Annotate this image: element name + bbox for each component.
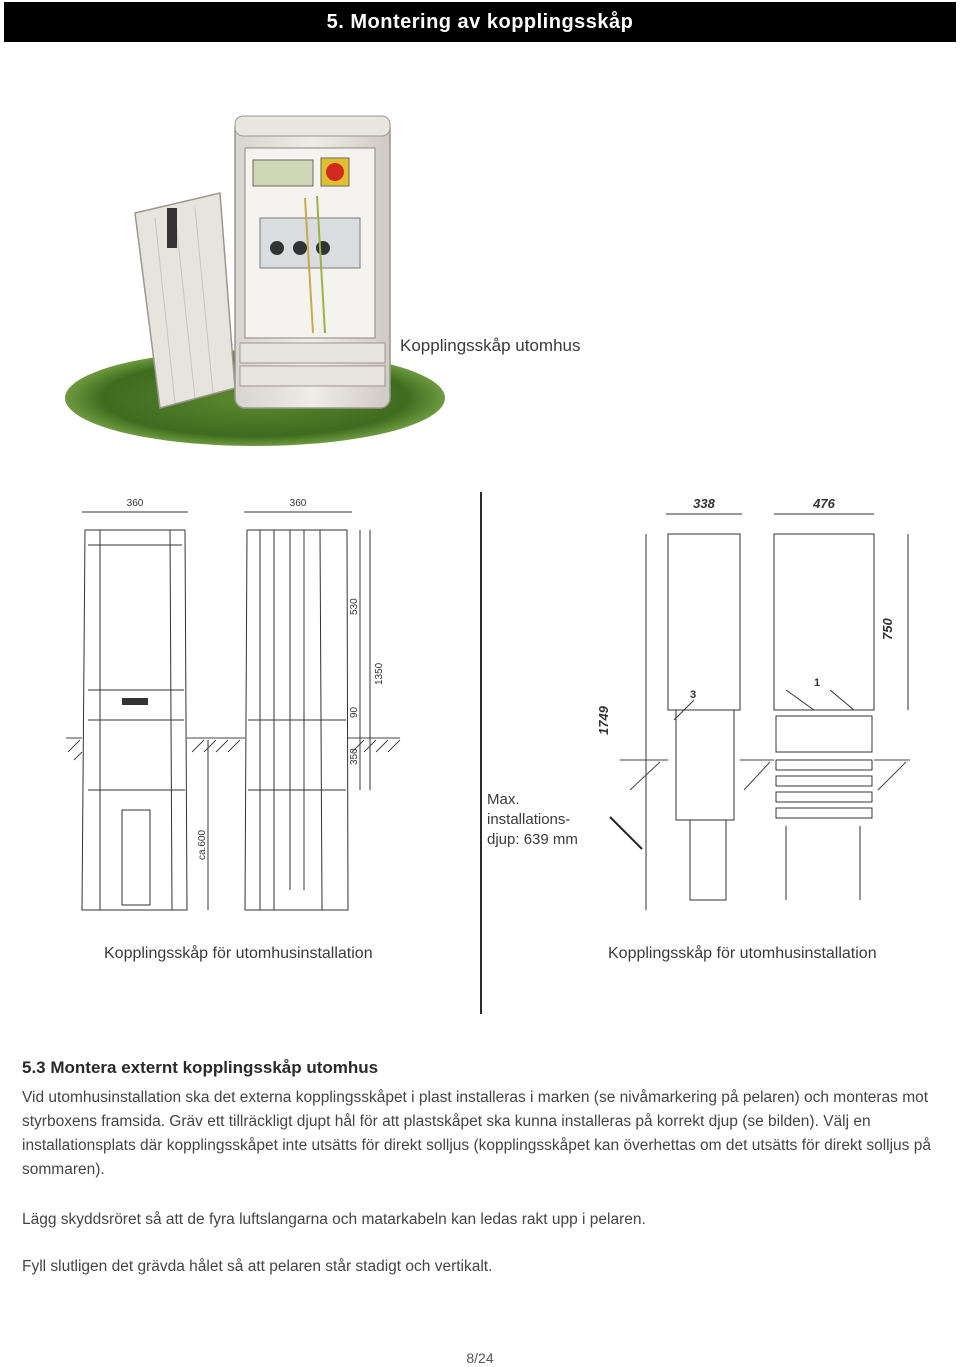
section-heading: 5.3 Montera externt kopplingsskåp utomhu…: [22, 1058, 379, 1077]
header-bar: 5. Montering av kopplingsskåp: [4, 2, 956, 42]
caption-right: Kopplingsskåp för utomhusinstallation: [608, 945, 877, 962]
divider: [480, 492, 482, 1014]
dim-width-side: 360: [290, 498, 307, 509]
dim-338: 338: [693, 496, 715, 511]
drawing-right: 338 476 750 1749 3 1: [596, 496, 910, 910]
paragraph-1: Vid utomhusinstallation ska det externa …: [22, 1089, 931, 1178]
photo-caption: Kopplingsskåp utomhus: [400, 336, 581, 355]
dim-1749: 1749: [596, 705, 611, 735]
dim-total: 1350: [374, 662, 385, 685]
dim-depth: ca.600: [197, 830, 208, 860]
dim-band: 90: [349, 706, 360, 718]
label-1: 1: [814, 677, 820, 689]
depth-arrow-icon: [609, 816, 643, 850]
label-3: 3: [690, 689, 696, 701]
cabinet-photo: [65, 115, 445, 446]
page-number: 8/24: [466, 1350, 494, 1366]
page-title: 5. Montering av kopplingsskåp: [326, 10, 634, 33]
dim-476: 476: [812, 496, 835, 511]
dim-base: 350: [349, 748, 360, 765]
dim-750: 750: [880, 618, 895, 640]
dim-width-front: 360: [127, 498, 144, 509]
caption-left: Kopplingsskåp för utomhusinstallation: [104, 945, 373, 962]
paragraph-3: Fyll slutligen det grävda hålet så att p…: [22, 1258, 493, 1275]
depth-note: Max. installations- djup: 639 mm: [487, 791, 578, 848]
dim-upper: 530: [349, 598, 360, 615]
paragraph-2: Lägg skyddsröret så att de fyra luftslan…: [22, 1211, 646, 1228]
drawing-left: 360 360 530 1350 90 350 ca.600: [66, 498, 401, 911]
